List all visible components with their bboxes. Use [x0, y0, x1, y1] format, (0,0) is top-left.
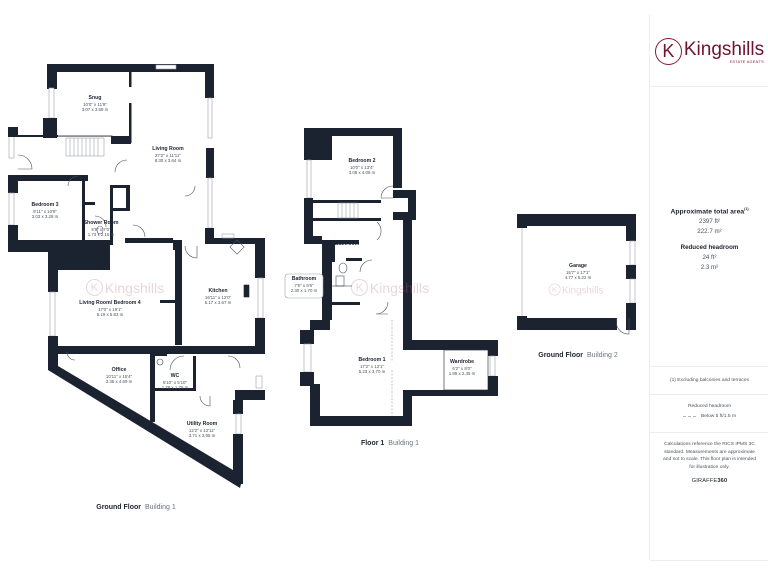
room-label-office: Office 10'11" x 15'4" 3.35 x 4.69 m — [105, 367, 133, 385]
brand-logo: K Kingshills ESTATE AGENTS — [650, 38, 768, 65]
watermark-ground-floor: K Kingshills — [85, 279, 165, 296]
watermark-text: Kingshills — [561, 283, 604, 296]
floor-1-details — [335, 185, 489, 416]
room-label-bedroom-1: Bedroom 1 17'2" x 12'1" 5.23 x 3.70 m — [358, 357, 386, 375]
room-label-kitchen: Kitchen 16'11" x 12'0" 5.17 x 3.67 m — [204, 288, 232, 306]
room-label-bedroom-3: Bedroom 3 9'11" x 10'9" 3.03 x 3.28 m — [31, 202, 59, 220]
watermark-text: Kingshills — [369, 279, 430, 296]
giraffe360-credit: GIRAFFE360 — [691, 478, 728, 485]
legend-item-text: Below 5 ft/1.5 m — [700, 413, 737, 419]
room-label-living-room-bedroom-4: Living Room/ Bedroom 4 17'0" x 19'1" 5.1… — [79, 300, 141, 318]
room-label-snug: Snug 10'0" x 11'9" 3.07 x 3.59 m — [81, 95, 109, 113]
room-label-bedroom-2: Bedroom 2 10'0" x 13'4" 3.06 x 4.08 m — [348, 158, 376, 176]
total-area-title: Approximate total area(1) — [670, 207, 749, 216]
reduced-headroom-sqft: 24 ft² — [702, 254, 717, 262]
legend-row: Below 5 ft/1.5 m — [650, 414, 768, 419]
total-area-sqm: 222.7 m² — [697, 228, 722, 236]
area-summary-section: Approximate total area(1) 2397 ft² 222.7… — [650, 86, 768, 367]
watermark-floor-1: K Kingshills — [350, 279, 430, 296]
legend-title: Reduced headroom — [688, 404, 731, 409]
brand-name: Kingshills — [683, 38, 765, 60]
room-label-bathroom: Bathroom 7'6" x 5'6" 2.30 x 1.70 m — [290, 276, 318, 294]
watermark-k-icon: K — [85, 279, 103, 296]
watermark-k-icon: K — [548, 283, 561, 296]
disclaimer-text: Calculations reference the RICS IPMS 3C … — [663, 442, 756, 470]
brand-tagline: ESTATE AGENTS — [729, 59, 765, 64]
logo-section: K Kingshills ESTATE AGENTS — [650, 15, 768, 87]
ground-floor-building-1-details — [17, 137, 245, 407]
garage-walls — [517, 214, 636, 335]
ground-floor-building-1-walls — [8, 64, 265, 488]
watermark-text: Kingshills — [104, 279, 165, 296]
dashed-line-icon — [682, 415, 696, 417]
footnote-text: (1) Excluding balconies and terraces — [669, 378, 750, 383]
room-label-shower-room: Shower Room 5'8" x 7'0" 1.73 x 2.15 m — [83, 220, 119, 238]
room-label-bathroom-inline: Bathroom — [334, 241, 360, 247]
watermark-k-icon: K — [350, 279, 368, 296]
room-label-wc: WC 5'10" x 5'10" 1.78 x 1.78 m — [161, 373, 189, 391]
room-label-garage: Garage 15'7" x 17'1" 4.77 x 5.22 m — [564, 263, 592, 281]
room-label-wardrobe: Wardrobe 6'2" x 8'0" 1.89 x 2.45 m — [448, 359, 476, 377]
footnote-section: (1) Excluding balconies and terraces — [650, 366, 768, 395]
reduced-headroom-sqm: 2.3 m² — [700, 264, 719, 272]
floor-1-walls — [300, 128, 498, 426]
room-label-utility-room: Utility Room 12'2" x 12'11" 3.71 x 3.95 … — [186, 421, 218, 439]
brand-k-icon: K — [654, 38, 682, 65]
room-label-living-room: Living Room 27'2" x 11'11" 8.30 x 3.64 m — [152, 146, 184, 164]
legend-section: Reduced headroom Below 5 ft/1.5 m — [650, 394, 768, 433]
disclaimer-section: Calculations reference the RICS IPMS 3C … — [650, 432, 768, 561]
total-area-sqft: 2397 ft² — [699, 218, 720, 226]
watermark-garage: K Kingshills — [548, 283, 604, 296]
info-panel: K Kingshills ESTATE AGENTS Approximate t… — [649, 15, 768, 561]
reduced-headroom-title: Reduced headroom — [680, 244, 739, 252]
